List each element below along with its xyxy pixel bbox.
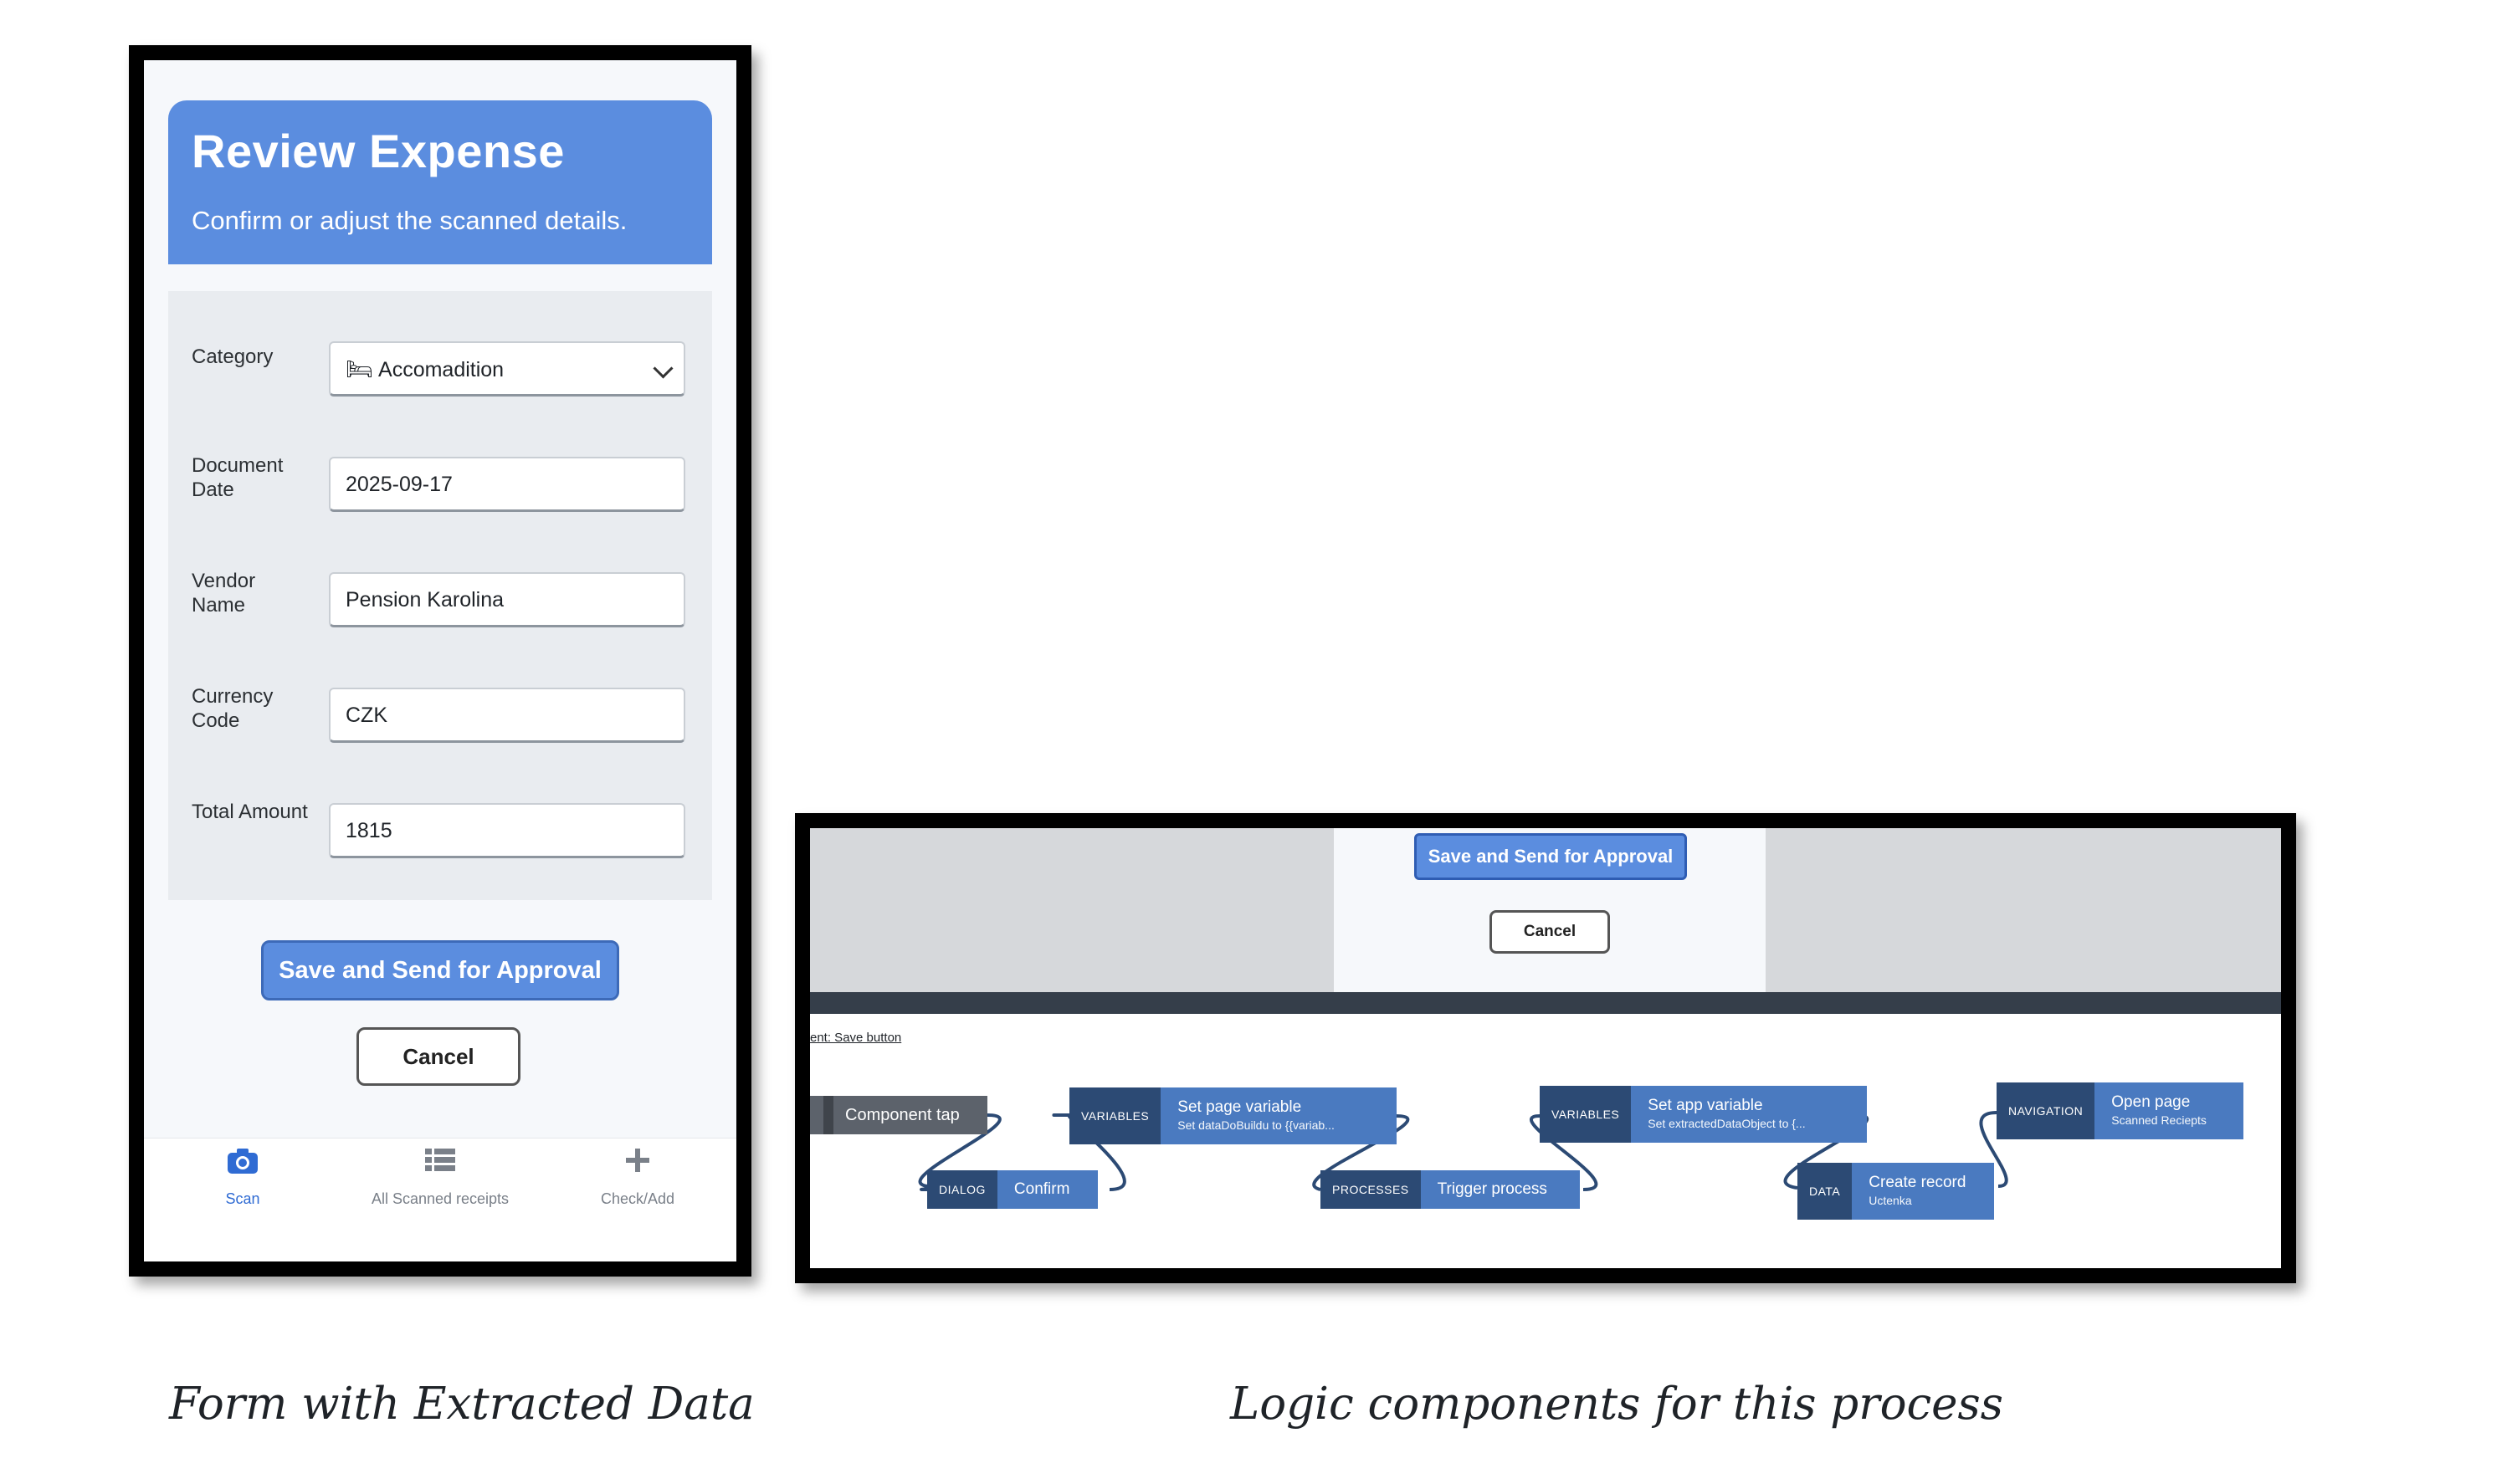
page-title: Review Expense: [192, 125, 565, 177]
node-body-open-page: Open page Scanned Reciepts: [2094, 1082, 2244, 1139]
nav-label-check-add: Check/Add: [600, 1190, 675, 1207]
node-sub-create-record: Uctenka: [1869, 1194, 1912, 1207]
node-tag-navigation: NAVIGATION: [1997, 1082, 2095, 1139]
nav-label-scan: Scan: [225, 1190, 260, 1207]
node-title-trigger-process: Trigger process: [1437, 1180, 1547, 1198]
canvas-save-button[interactable]: Save and Send for Approval: [1414, 833, 1687, 880]
node-tag-dialog: DIALOG: [927, 1170, 997, 1209]
nav-item-all-scanned-receipts[interactable]: All Scanned receipts: [341, 1139, 539, 1261]
nav-item-check-add[interactable]: Check/Add: [539, 1139, 736, 1261]
node-sub-set-app-variable: Set extractedDataObject to {...: [1648, 1117, 1806, 1130]
node-title-set-page-variable: Set page variable: [1177, 1098, 1302, 1116]
category-label: Category: [192, 345, 274, 368]
canvas-cancel-button[interactable]: Cancel: [1489, 910, 1610, 954]
chevron-down-icon: [653, 358, 674, 379]
node-sub-open-page: Scanned Reciepts: [2111, 1113, 2207, 1127]
form-screenshot-frame: Review Expense Confirm or adjust the sca…: [129, 45, 751, 1277]
review-header: Review Expense Confirm or adjust the sca…: [168, 100, 712, 264]
component-tap-node[interactable]: Component tap: [810, 1096, 987, 1134]
camera-icon: [144, 1147, 341, 1184]
set-page-variable-node[interactable]: VARIABLES Set page variable Set dataDoBu…: [1069, 1087, 1397, 1144]
currency-code-field[interactable]: CZK: [329, 688, 685, 743]
dialog-confirm-node[interactable]: DIALOG Confirm: [927, 1170, 1098, 1209]
node-title-confirm: Confirm: [1013, 1180, 1070, 1198]
page-subtitle: Confirm or adjust the scanned details.: [192, 206, 628, 235]
open-page-node[interactable]: NAVIGATION Open page Scanned Reciepts: [1997, 1082, 2244, 1139]
event-label: ent: Save button: [810, 1031, 902, 1045]
node-body-set-page-variable: Set page variable Set dataDoBuildu to {{…: [1161, 1087, 1397, 1144]
nav-item-scan[interactable]: Scan: [144, 1139, 341, 1261]
canvas-page-preview: Save and Send for Approval Cancel: [1334, 828, 1766, 992]
bottom-navigation: Scan All Scanned receipts Check/Add: [144, 1138, 736, 1261]
flow-connectors: [918, 1111, 2008, 1191]
vendor-name-field[interactable]: Pension Karolina: [329, 572, 685, 627]
currency-code-row: Currency Code CZK: [168, 685, 712, 763]
nav-label-all-scanned: All Scanned receipts: [371, 1190, 510, 1207]
list-icon: [341, 1147, 539, 1184]
document-date-label: Document Date: [192, 454, 284, 501]
left-caption: Form with Extracted Data: [169, 1379, 755, 1430]
node-body-set-app-variable: Set app variable Set extractedDataObject…: [1631, 1086, 1868, 1143]
node-title-create-record: Create record: [1869, 1174, 1966, 1191]
trigger-process-node[interactable]: PROCESSES Trigger process: [1320, 1170, 1580, 1209]
vendor-name-row: Vendor Name Pension Karolina: [168, 570, 712, 647]
cancel-button[interactable]: Cancel: [356, 1027, 520, 1086]
node-tag-variables-2: VARIABLES: [1540, 1086, 1632, 1143]
create-record-node[interactable]: DATA Create record Uctenka: [1797, 1163, 1995, 1220]
expense-form: Category 🛏Accomadition Document Date 202…: [168, 291, 712, 900]
total-amount-label: Total Amount: [192, 801, 308, 823]
node-tag-processes: PROCESSES: [1320, 1170, 1421, 1209]
currency-code-label: Currency Code: [192, 685, 274, 732]
logic-editor: Save and Send for Approval Cancel ent: S…: [810, 828, 2281, 1268]
node-sub-set-page-variable: Set dataDoBuildu to {{variab...: [1177, 1118, 1335, 1132]
category-value: Accomadition: [378, 358, 505, 381]
vendor-name-label: Vendor Name: [192, 570, 256, 617]
bed-icon: 🛏: [346, 356, 374, 381]
total-amount-row: Total Amount 1815: [168, 801, 712, 878]
logic-screenshot-frame: Save and Send for Approval Cancel ent: S…: [795, 813, 2296, 1283]
node-tag-data: DATA: [1797, 1163, 1853, 1220]
save-and-send-button[interactable]: Save and Send for Approval: [261, 940, 619, 1000]
node-title-set-app-variable: Set app variable: [1648, 1097, 1763, 1114]
category-select[interactable]: 🛏Accomadition: [329, 341, 685, 397]
node-body-create-record: Create record Uctenka: [1852, 1163, 1995, 1220]
form-screen: Review Expense Confirm or adjust the sca…: [144, 60, 736, 1261]
set-app-variable-node[interactable]: VARIABLES Set app variable Set extracted…: [1540, 1086, 1868, 1143]
logic-panel-divider: [810, 992, 2281, 1014]
right-caption: Logic components for this process: [1230, 1379, 2003, 1430]
plus-icon: [539, 1147, 736, 1184]
category-row: Category 🛏Accomadition: [168, 341, 712, 417]
node-body-confirm: Confirm: [997, 1170, 1098, 1209]
node-body-trigger-process: Trigger process: [1420, 1170, 1580, 1209]
total-amount-field[interactable]: 1815: [329, 803, 685, 858]
document-date-row: Document Date 2025-09-17: [168, 454, 712, 532]
document-date-field[interactable]: 2025-09-17: [329, 457, 685, 512]
node-tag-variables-1: VARIABLES: [1069, 1087, 1161, 1144]
node-title-open-page: Open page: [2111, 1093, 2191, 1111]
